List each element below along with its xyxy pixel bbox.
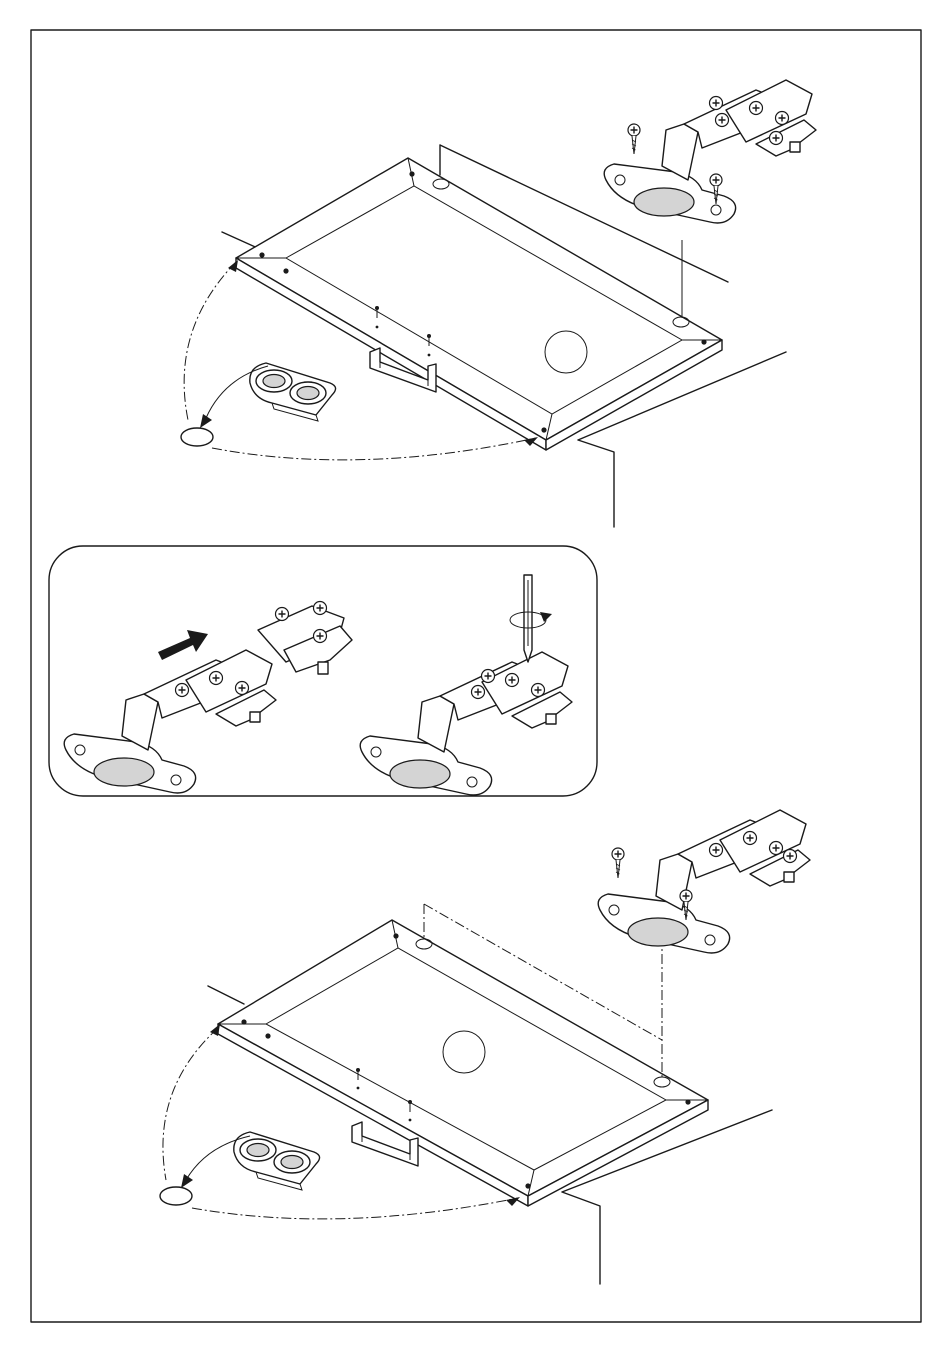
- wood-screw: [770, 132, 783, 145]
- screwdriver: [524, 575, 532, 662]
- wood-screw: [628, 124, 640, 154]
- hinge-cup: [360, 652, 572, 795]
- wood-screw: [482, 670, 495, 683]
- step-door-panel-hinge-mount-upper: [181, 80, 816, 527]
- hinge-cup: [64, 650, 276, 793]
- wood-screw: [710, 97, 723, 110]
- step-hinge-clip-attachment-detail: [49, 546, 597, 796]
- step-door-panel-hinge-mount-lower: [160, 810, 810, 1284]
- concealed-hinge: [598, 810, 810, 953]
- mounting-plate: [258, 602, 352, 675]
- wood-screw: [612, 848, 624, 878]
- wood-screw: [784, 850, 797, 863]
- bumper-pad-sheet: [250, 363, 336, 421]
- direction-arrow: [158, 630, 208, 660]
- bumper-pad: [181, 428, 213, 446]
- bumper-pad-sheet: [234, 1132, 320, 1190]
- bumper-pad: [160, 1187, 192, 1205]
